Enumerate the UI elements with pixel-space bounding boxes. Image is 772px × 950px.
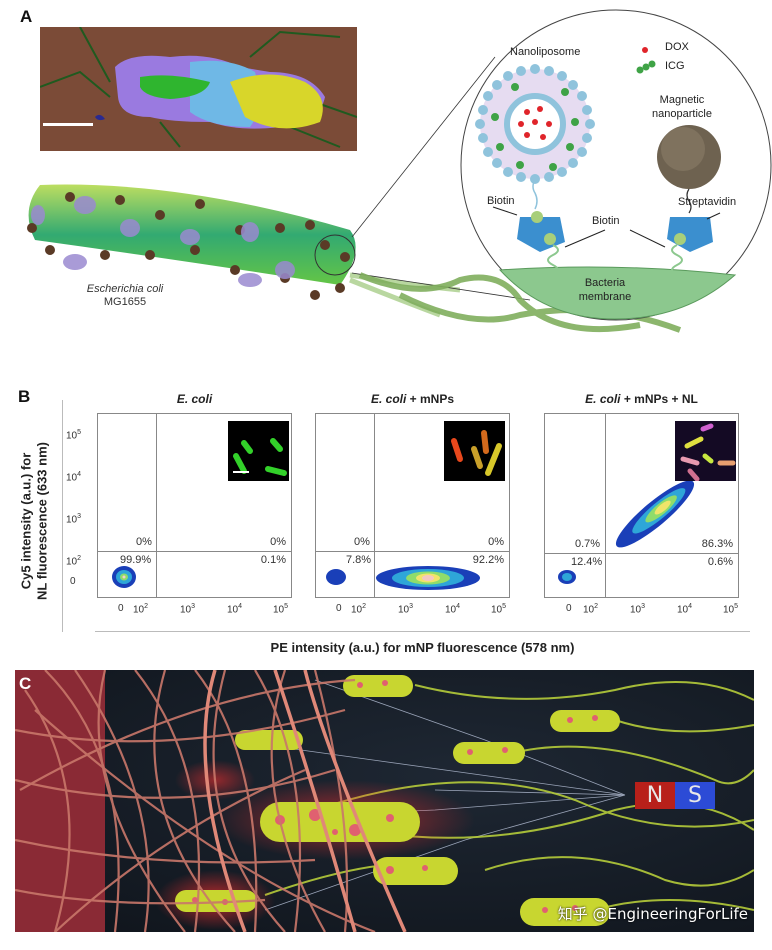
y-tick-1e2: 102: [66, 555, 82, 568]
gate-vertical: [605, 414, 606, 597]
q-lower-left: 99.9%: [120, 554, 152, 566]
density-plot: [558, 480, 695, 584]
biofilm-scene: [15, 670, 754, 932]
watermark: 知乎 @EngineeringForLife: [557, 905, 748, 923]
q-upper-right: 86.3%: [701, 538, 733, 550]
q-upper-left: 0.7%: [575, 538, 601, 550]
plot-1-title: E. coli: [176, 392, 213, 406]
x-tick-0: 0: [118, 603, 124, 614]
x-tick-1e4: 104: [445, 603, 461, 616]
q-lower-left: 12.4%: [571, 556, 603, 568]
q-upper-left: 0%: [354, 536, 370, 548]
x-axis-label: PE intensity (a.u.) for mNP fluorescence…: [270, 640, 575, 655]
microscopy-inset-ecoli-mnps: [444, 421, 505, 481]
panel-c-letter: C: [19, 674, 32, 693]
bar-magnet: N S: [635, 782, 715, 809]
zoom-circle: [460, 9, 772, 321]
y-tick-1e5: 105: [66, 429, 82, 442]
microscopy-inset-ecoli: [228, 421, 289, 481]
panel-c-illustration: C N S 知乎 @EngineeringForLife: [15, 670, 754, 932]
y-tick-1e3: 103: [66, 513, 82, 526]
ecoli-illustration: [27, 184, 460, 318]
dox-legend-label: DOX: [665, 41, 689, 53]
gate-vertical: [156, 414, 157, 597]
q-upper-left: 0%: [136, 536, 152, 548]
ecoli-strain: MG1655: [103, 296, 147, 308]
y-tick-1e4: 104: [66, 471, 82, 484]
x-tick-1e3: 103: [180, 603, 196, 616]
gate-horizontal: [98, 551, 291, 552]
density-plot: [326, 566, 480, 590]
biotin-left-label: Biotin: [487, 195, 515, 207]
x-tick-1e2: 102: [133, 603, 149, 616]
panel-b-frame-bottom: [95, 631, 750, 632]
x-tick-0: 0: [566, 603, 572, 614]
ecoli-species: Escherichia coli: [86, 283, 164, 295]
panel-a-letter: A: [20, 7, 33, 26]
panel-b-frame-left: [62, 400, 63, 632]
x-tick-1e3: 103: [630, 603, 646, 616]
ecoli-label: Escherichia coli MG1655: [70, 283, 180, 309]
magnetic-np-label: Magnetic nanoparticle: [652, 94, 712, 120]
q-lower-right: 0.1%: [260, 554, 286, 566]
q-lower-right: 92.2%: [472, 554, 504, 566]
gate-vertical: [374, 414, 375, 597]
x-tick-1e4: 104: [227, 603, 243, 616]
flow-plot-ecoli-mnps: 0% 0% 7.8% 92.2%: [315, 413, 510, 598]
streptavidin-label: Streptavidin: [678, 196, 737, 208]
gate-horizontal: [545, 553, 738, 554]
q-upper-right: 0%: [488, 536, 504, 548]
flow-plot-ecoli-mnps-nl: 0.7% 86.3% 12.4% 0.6%: [544, 413, 739, 598]
x-tick-1e3: 103: [398, 603, 414, 616]
gate-horizontal: [316, 551, 509, 552]
x-tick-1e5: 105: [491, 603, 507, 616]
q-lower-right: 0.6%: [707, 556, 733, 568]
panel-b-letter: B: [18, 387, 31, 406]
x-tick-0: 0: [336, 603, 342, 614]
x-tick-1e5: 105: [723, 603, 739, 616]
density-plot: [112, 566, 136, 588]
q-upper-right: 0%: [270, 536, 286, 548]
x-tick-1e4: 104: [677, 603, 693, 616]
dox-legend-icon: [642, 47, 648, 53]
flow-plot-ecoli: 0% 0% 99.9% 0.1%: [97, 413, 292, 598]
q-lower-left: 7.8%: [346, 554, 372, 566]
plot-3-title: E. coli + mNPs + NL: [585, 392, 698, 406]
bacteria-membrane-label: Bacteria membrane: [578, 277, 632, 303]
microscopy-inset-ecoli-mnps-nl: [675, 421, 736, 481]
y-axis-label: Cy5 intensity (a.u.) for NL fluorescence…: [18, 442, 50, 600]
plot-2-title: E. coli + mNPs: [370, 392, 455, 406]
magnet-south-pole: S: [675, 782, 715, 809]
x-tick-1e5: 105: [273, 603, 289, 616]
biotin-center-label: Biotin: [592, 215, 620, 227]
sem-micrograph: [40, 27, 357, 151]
scale-bar: [43, 123, 93, 126]
nanoliposome-label: Nanoliposome: [510, 46, 581, 58]
y-tick-0: 0: [70, 576, 76, 587]
icg-legend-label: ICG: [665, 60, 685, 72]
x-tick-1e2: 102: [583, 603, 599, 616]
x-tick-1e2: 102: [351, 603, 367, 616]
magnet-north-pole: N: [635, 782, 675, 809]
